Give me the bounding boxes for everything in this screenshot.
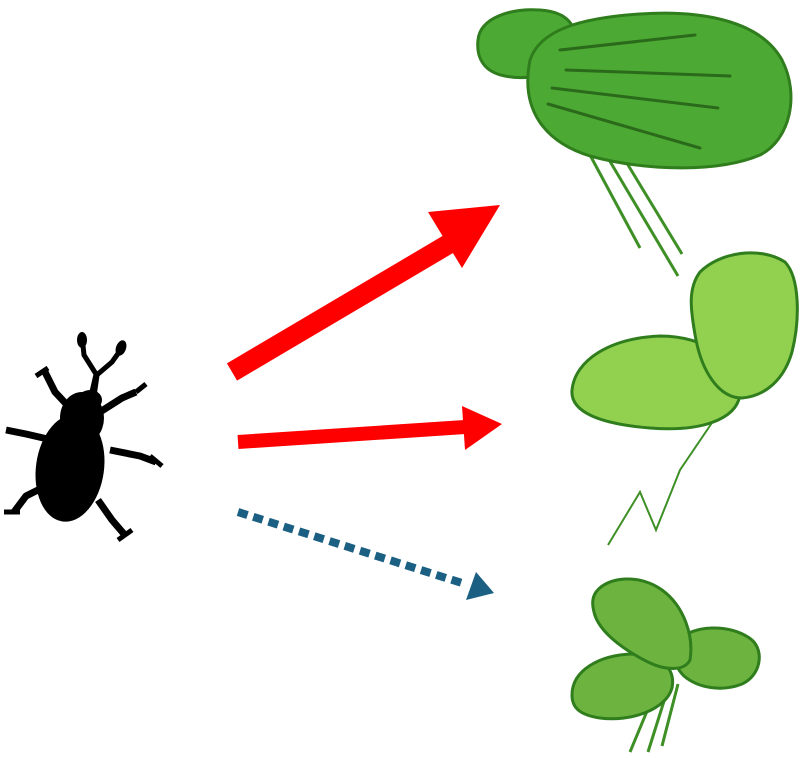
- weevil-icon: [4, 332, 164, 543]
- arrow-to-large-plant: [226, 205, 500, 381]
- arrow-to-small-plant: [236, 508, 494, 600]
- arrow-to-light-plant: [237, 406, 502, 450]
- large-floating-plant-icon: [476, 8, 793, 277]
- light-green-floating-plant-icon: [570, 251, 799, 546]
- small-floating-plant-icon: [570, 577, 761, 753]
